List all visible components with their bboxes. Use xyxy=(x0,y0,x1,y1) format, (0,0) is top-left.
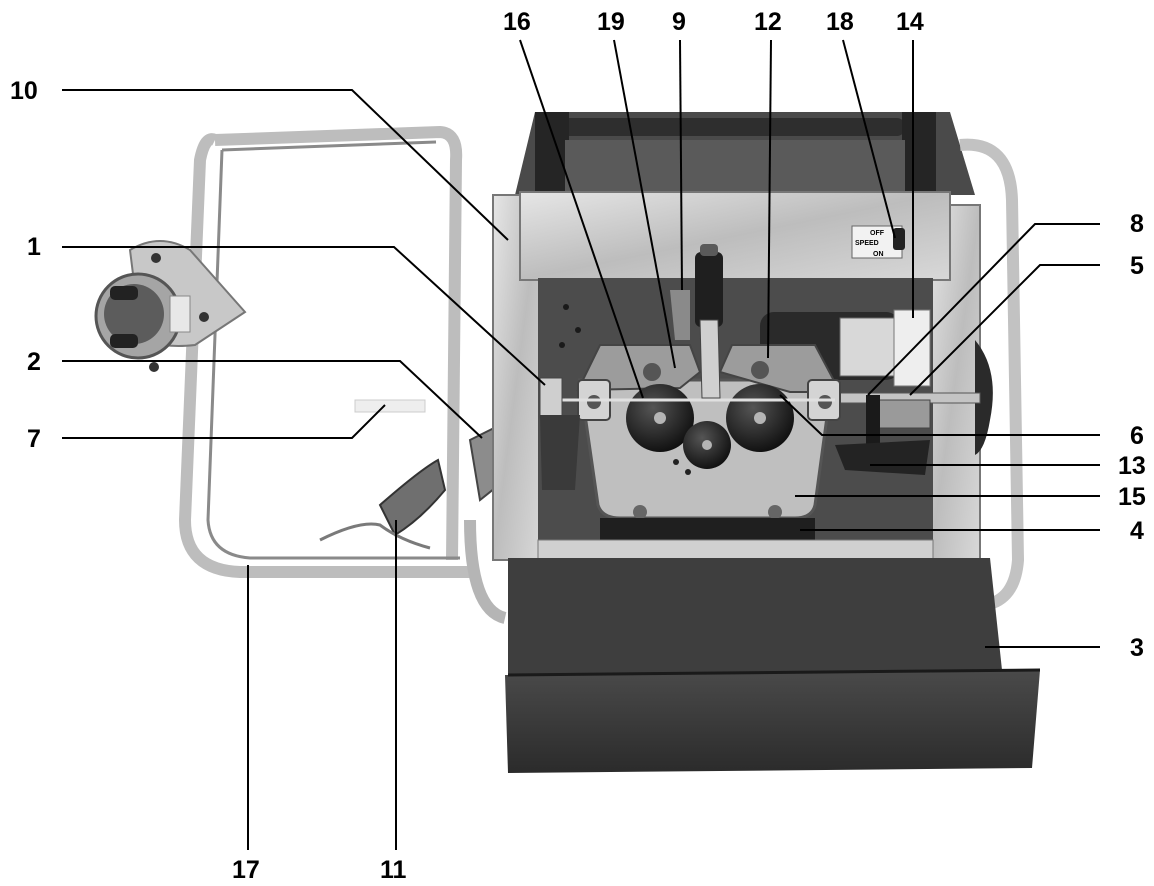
pressure-arms xyxy=(576,344,842,421)
callout-labels: 10 1 2 7 17 11 16 19 9 12 18 14 8 5 6 13… xyxy=(10,8,1146,884)
label-11: 11 xyxy=(380,856,407,881)
label-5: 5 xyxy=(1130,252,1144,280)
leader-lines xyxy=(62,39,1100,850)
gas-hose-and-strap xyxy=(319,399,507,550)
label-12: 12 xyxy=(754,8,782,36)
motor-mount xyxy=(835,440,930,475)
label-6: 6 xyxy=(1130,422,1144,450)
label-10: 10 xyxy=(10,77,38,105)
label-3: 3 xyxy=(1130,634,1144,662)
label-2: 2 xyxy=(27,348,41,376)
label-18: 18 xyxy=(826,8,854,36)
wire-outlet xyxy=(866,395,880,455)
label-16: 16 xyxy=(503,8,531,36)
label-17: 17 xyxy=(232,856,260,881)
label-1: 1 xyxy=(27,233,41,261)
label-4: 4 xyxy=(1130,517,1144,545)
label-9: 9 xyxy=(672,8,686,36)
carry-handle xyxy=(515,112,975,202)
label-15: 15 xyxy=(1118,483,1146,511)
tube-frame-left xyxy=(179,126,470,578)
cabinet-bottom-strip xyxy=(537,539,934,561)
label-8: 8 xyxy=(1130,210,1144,238)
switch-off-text: OFF xyxy=(870,230,885,237)
tube-frame-left-shading xyxy=(206,140,460,560)
switch-speed-text: SPEED xyxy=(855,240,879,247)
tube-frame-lower-left xyxy=(464,519,507,624)
label-7: 7 xyxy=(27,425,41,453)
inlet-guide xyxy=(539,377,580,490)
label-14: 14 xyxy=(896,8,924,36)
speed-switch: OFF SPEED ON xyxy=(851,225,905,259)
base-plate xyxy=(600,518,815,540)
tension-knob xyxy=(670,244,723,399)
label-19: 19 xyxy=(597,8,625,36)
switch-on-text: ON xyxy=(873,251,884,258)
front-cover xyxy=(505,558,1041,773)
label-13: 13 xyxy=(1118,452,1146,480)
spool-holder xyxy=(94,240,247,372)
tube-frame-right xyxy=(959,138,1025,611)
